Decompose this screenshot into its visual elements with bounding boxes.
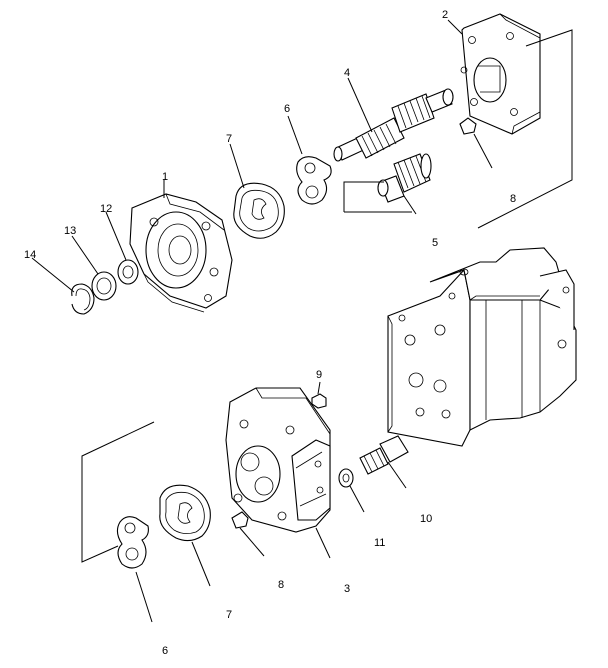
leader-lines-upper	[31, 19, 573, 293]
callout-12: 12	[100, 203, 112, 215]
part-5-driven-gear	[377, 153, 432, 203]
callout-14: 14	[24, 249, 36, 261]
callout-10: 10	[420, 513, 432, 525]
callout-9: 9	[316, 369, 322, 381]
callout-7-bottom: 7	[226, 609, 232, 621]
callout-5: 5	[432, 237, 438, 249]
leader-lines-lower	[81, 381, 407, 623]
part-7-seal-bottom	[159, 484, 211, 542]
part-9-dowel-pin	[311, 393, 327, 409]
part-2-end-plate	[460, 13, 541, 135]
part-6-bushing-plate-bottom	[116, 516, 149, 569]
callout-7-top: 7	[226, 133, 232, 145]
callout-2: 2	[442, 9, 448, 21]
callout-8-top: 8	[510, 193, 516, 205]
callout-13: 13	[64, 225, 76, 237]
part-1-front-cover	[129, 193, 233, 313]
callout-3: 3	[344, 583, 350, 595]
callout-11: 11	[374, 537, 385, 549]
part-12-washer	[117, 259, 139, 285]
callout-numbers: 1 2 3 4 5 6 6 7 7 8 8 9 10 11 12 13 14	[24, 9, 516, 657]
part-8-dowel-pin-bottom	[231, 511, 249, 529]
callout-6-bottom: 6	[162, 645, 168, 657]
part-13-oil-seal	[91, 271, 117, 301]
part-8-dowel-pin-top	[459, 117, 477, 135]
callout-1: 1	[162, 171, 168, 183]
callout-4: 4	[344, 67, 350, 79]
part-14-snap-ring	[71, 283, 95, 315]
callout-6-top: 6	[284, 103, 290, 115]
part-4-drive-shaft	[333, 88, 454, 162]
part-10-connector	[359, 435, 409, 475]
pump-body-assembly	[387, 247, 577, 447]
part-3-pump-body	[225, 387, 331, 533]
callout-8-bottom: 8	[278, 579, 284, 591]
part-7-seal-top	[233, 182, 285, 239]
part-6-bushing-plate-top	[296, 156, 332, 205]
part-11-washer	[338, 468, 354, 488]
